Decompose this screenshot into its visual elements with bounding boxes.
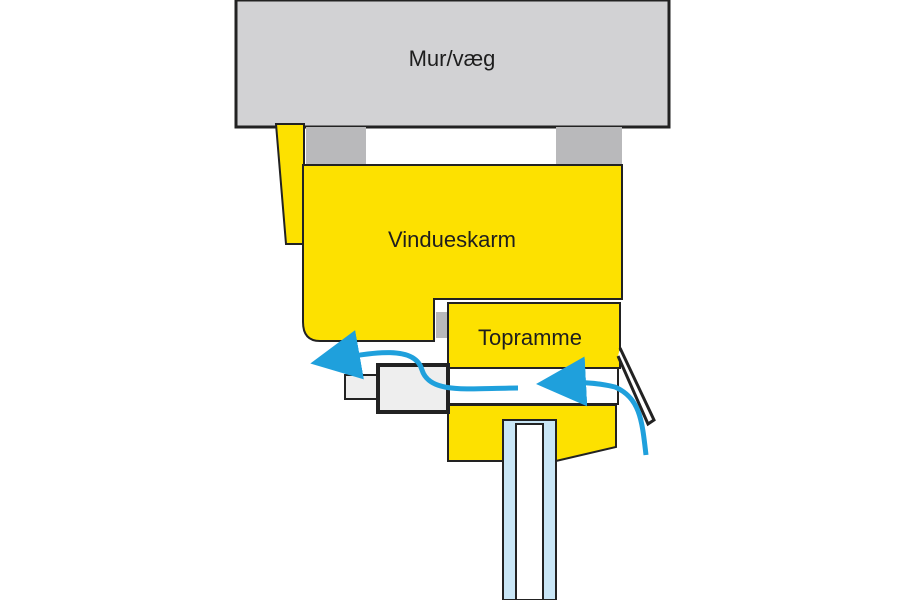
wall-block xyxy=(234,0,671,129)
vent-channel xyxy=(447,367,619,405)
vent-slider xyxy=(376,363,450,414)
wall-gap-right xyxy=(556,127,622,165)
weather-strip xyxy=(616,347,656,427)
wall-label: Mur/væg xyxy=(409,46,496,71)
top-sash-label: Topramme xyxy=(478,325,582,350)
wall-gap-left xyxy=(306,127,366,165)
window-frame-label: Vindueskarm xyxy=(388,227,516,252)
airflow-arrow-inner xyxy=(536,356,649,456)
frame-notch xyxy=(436,312,448,338)
top-sash xyxy=(447,302,621,369)
airflow-arrow-outer xyxy=(310,330,519,392)
glass-spacer xyxy=(515,423,544,600)
frame-tab-left xyxy=(274,123,305,245)
